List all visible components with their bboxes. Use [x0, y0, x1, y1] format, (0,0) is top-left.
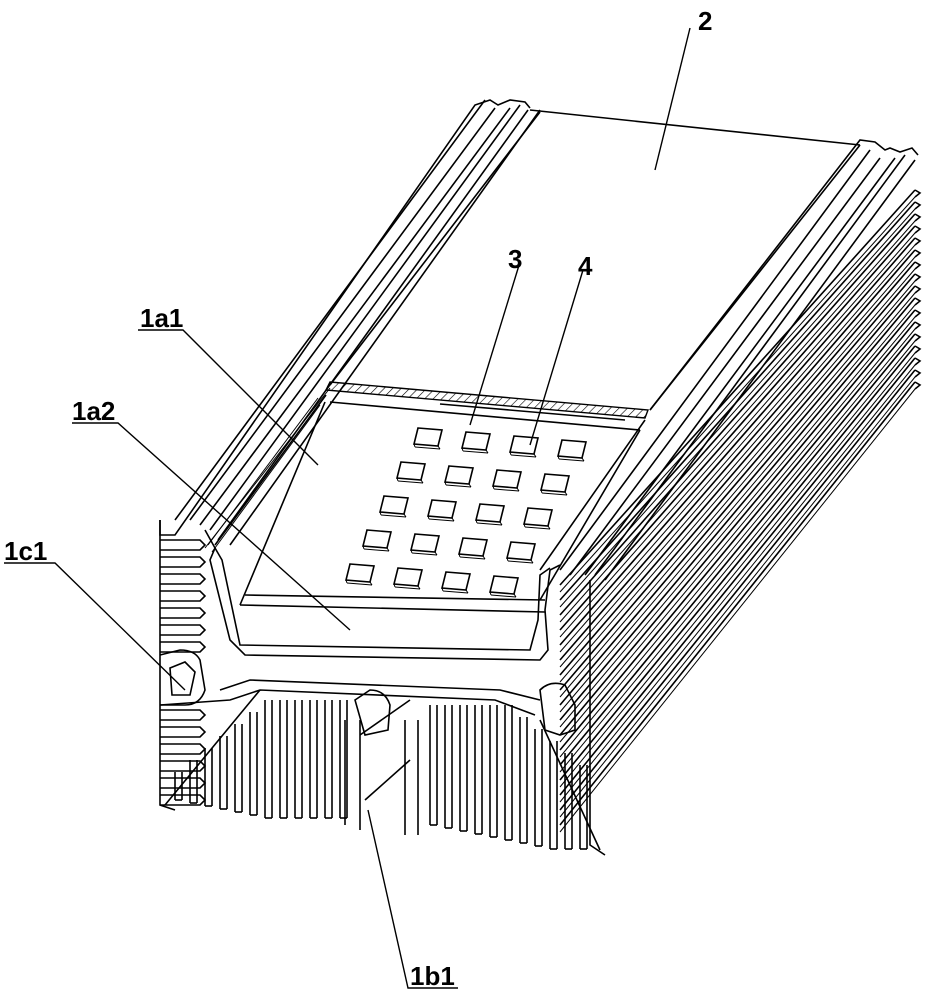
led-chip [541, 474, 569, 495]
right-fin [560, 298, 920, 727]
label-4: 4 [578, 251, 593, 281]
right-fin [560, 274, 920, 697]
right-side-fins [560, 190, 920, 832]
led-chip [476, 504, 504, 525]
bottom-fin [535, 729, 542, 846]
led-chip [510, 436, 538, 457]
led-chip [380, 496, 408, 517]
labels: 2 3 4 1a1 1a2 1c1 1b1 [4, 6, 712, 991]
left-fin [160, 591, 205, 601]
left-fin [160, 540, 205, 550]
led-chip [414, 428, 442, 449]
bottom-fin [445, 705, 452, 828]
left-fin [160, 744, 205, 754]
led-chip [346, 564, 374, 585]
bottom-fin [235, 724, 242, 812]
label-1b1: 1b1 [410, 961, 455, 991]
label-1c1: 1c1 [4, 536, 47, 566]
right-fin [560, 190, 920, 592]
right-fin [560, 250, 920, 667]
led-chip [411, 534, 439, 555]
led-chip [397, 462, 425, 483]
led-chip [490, 576, 518, 597]
bottom-fin [475, 705, 482, 834]
left-rail [160, 100, 540, 552]
bottom-fin [220, 736, 227, 809]
left-fin [160, 608, 205, 618]
bottom-fin [505, 705, 512, 840]
inner-channel [208, 395, 645, 612]
led-chip [363, 530, 391, 551]
right-fin [560, 286, 920, 712]
right-fin [560, 382, 920, 832]
label-1a2: 1a2 [72, 396, 115, 426]
bottom-fin [325, 700, 332, 818]
bottom-fin [250, 712, 257, 815]
bottom-fin [310, 700, 317, 818]
label-3: 3 [508, 244, 522, 274]
left-fin [160, 625, 205, 635]
led-chip [459, 538, 487, 559]
bottom-fin [205, 748, 212, 806]
bottom-fin [340, 700, 347, 818]
bottom-fins [165, 690, 600, 850]
left-fin [160, 557, 205, 567]
label-2: 2 [698, 6, 712, 36]
left-fin [160, 710, 205, 720]
bottom-fin [520, 717, 527, 843]
led-chip [507, 542, 535, 563]
bottom-fin [550, 741, 557, 849]
left-fin [160, 727, 205, 737]
led-chip [493, 470, 521, 491]
led-chip [442, 572, 470, 593]
bottom-fin [460, 705, 467, 831]
bottom-fin [430, 705, 437, 825]
bottom-fin [265, 700, 272, 818]
label-1a1: 1a1 [140, 303, 183, 333]
right-fin [560, 370, 920, 817]
left-fin [160, 574, 205, 584]
bottom-fin [295, 700, 302, 818]
section-strip [326, 382, 648, 418]
led-chip [462, 432, 490, 453]
led-chip [445, 466, 473, 487]
led-chip [558, 440, 586, 461]
led-chip [394, 568, 422, 589]
bottom-fin [280, 700, 287, 818]
led-chip [524, 508, 552, 529]
led-chip [428, 500, 456, 521]
bottom-fin [490, 705, 497, 837]
right-fin [560, 238, 920, 652]
